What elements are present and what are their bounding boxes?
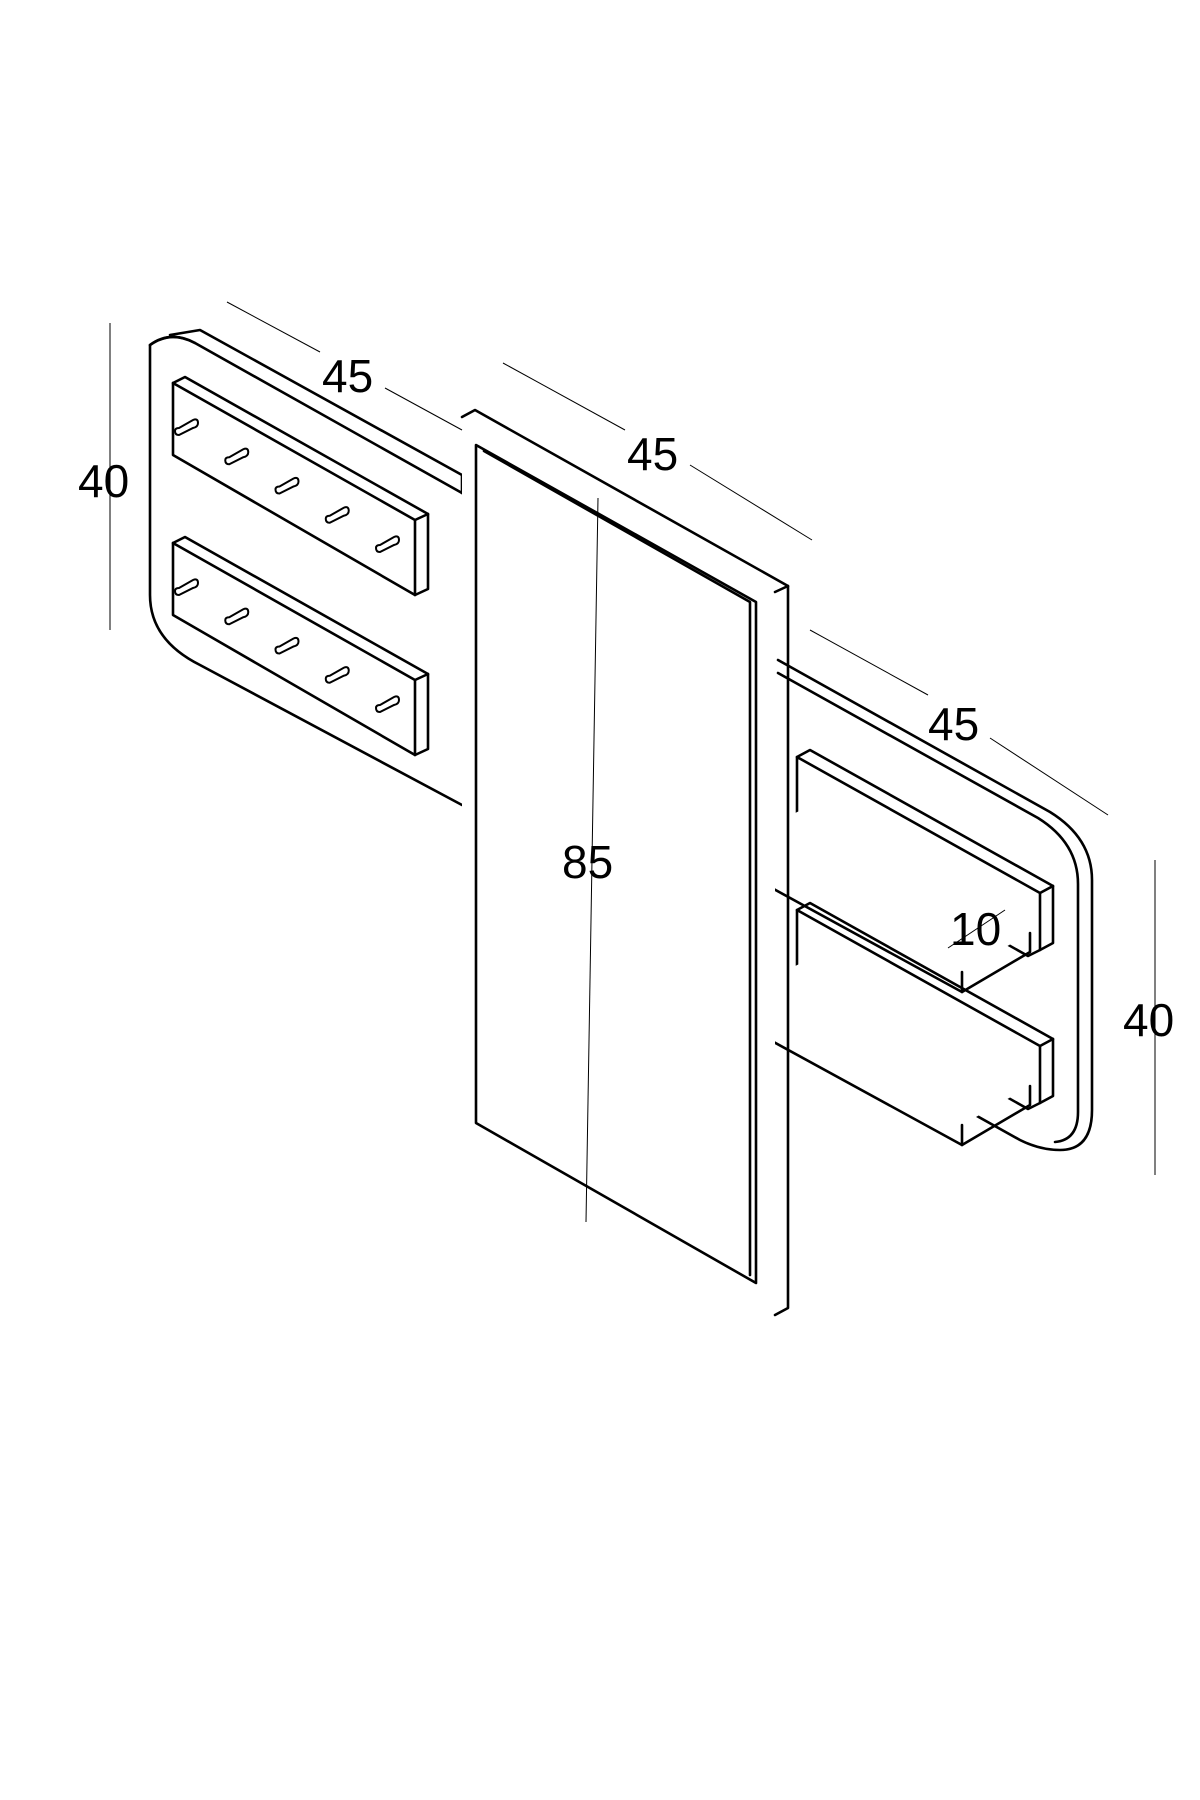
- dimension-lines: [109, 301, 1156, 1175]
- right-shelf-panel: [776, 658, 1094, 1152]
- dim-shelf-depth: 10: [950, 903, 1001, 955]
- mirror-frame: [460, 408, 790, 1317]
- hook-rail-lower: [171, 535, 430, 757]
- hook-peg: [274, 476, 300, 495]
- hook-peg: [374, 695, 401, 714]
- hook-peg: [224, 607, 250, 626]
- dim-mirror-height: 85: [562, 836, 613, 888]
- dim-left-panel-width: 45: [322, 350, 373, 402]
- dim-left-panel-height: 40: [78, 455, 129, 507]
- hook-pegs-lower: [173, 578, 401, 714]
- hook-peg: [224, 447, 250, 466]
- dim-right-panel-height: 40: [1123, 994, 1174, 1046]
- hook-peg: [324, 666, 350, 684]
- dim-mirror-width: 45: [627, 428, 678, 480]
- hook-peg: [173, 578, 200, 597]
- dim-right-panel-width: 45: [928, 698, 979, 750]
- hook-peg: [374, 535, 401, 554]
- hook-peg: [324, 506, 350, 524]
- hook-rail-upper: [171, 375, 430, 597]
- hook-peg: [274, 636, 300, 655]
- hook-peg: [173, 418, 200, 437]
- hook-pegs-upper: [173, 418, 401, 554]
